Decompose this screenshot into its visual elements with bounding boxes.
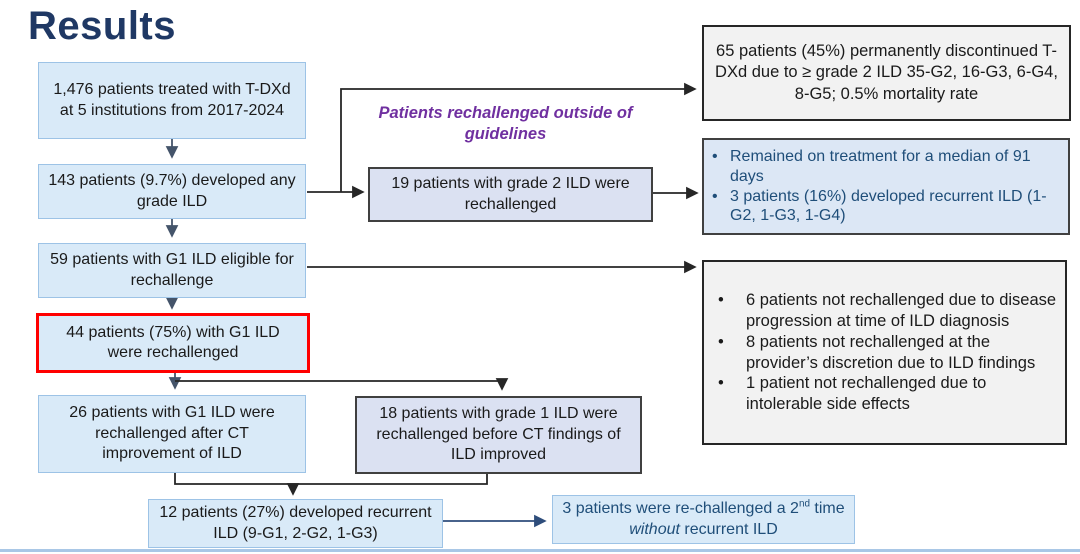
flow-box-second-rechallenge: 3 patients were re-challenged a 2nd time… [552, 495, 855, 544]
bullet-icon: • [718, 332, 724, 351]
second-rechallenge-part2: time [809, 500, 845, 518]
bullet-text: 8 patients not rechallenged at the provi… [746, 332, 1036, 372]
page-title: Results [28, 4, 176, 48]
bullet-item: • 1 patient not rechallenged due to into… [718, 373, 1057, 415]
second-rechallenge-text: 3 patients were re-challenged a 2nd time… [561, 499, 846, 540]
flow-box-eligible: 59 patients with G1 ILD eligible for rec… [38, 243, 306, 298]
bullet-text: 3 patients (16%) developed recurrent ILD… [730, 187, 1047, 225]
flow-box-grade2-rechallenged: 19 patients with grade 2 ILD were rechal… [368, 167, 653, 222]
guideline-note: Patients rechallenged outside of guideli… [378, 104, 633, 143]
second-rechallenge-italic: without [629, 520, 680, 538]
bullet-item: • 8 patients not rechallenged at the pro… [718, 332, 1057, 374]
side-box-grade2-outcome: • Remained on treatment for a median of … [702, 138, 1070, 235]
bullet-icon: • [718, 374, 724, 393]
bullet-icon: • [718, 291, 724, 310]
flow-box-rechallenged-before-ct: 18 patients with grade 1 ILD were rechal… [355, 396, 642, 474]
flow-box-developed-ild: 143 patients (9.7%) developed any grade … [38, 164, 306, 219]
side-box-discontinued: 65 patients (45%) permanently discontinu… [702, 25, 1071, 121]
flow-box-rechallenged-after-ct: 26 patients with G1 ILD were rechallenge… [38, 395, 306, 473]
second-rechallenge-superscript: nd [798, 498, 810, 510]
bullet-icon: • [712, 148, 718, 166]
bullet-item: • 3 patients (16%) developed recurrent I… [712, 187, 1062, 226]
second-rechallenge-part3: recurrent ILD [679, 520, 778, 538]
bullet-icon: • [712, 187, 718, 205]
second-rechallenge-part1: 3 patients were re-challenged a 2 [562, 500, 799, 518]
flow-box-recurrent-ild: 12 patients (27%) developed recurrent IL… [148, 499, 443, 548]
bullet-item: • 6 patients not rechallenged due to dis… [718, 290, 1057, 332]
bullet-item: • Remained on treatment for a median of … [712, 147, 1062, 186]
bullet-text: 1 patient not rechallenged due to intole… [746, 374, 987, 414]
flow-box-treated: 1,476 patients treated with T-DXd at 5 i… [38, 62, 306, 139]
slide-bottom-divider [0, 549, 1080, 552]
bullet-text: Remained on treatment for a median of 91… [730, 148, 1031, 185]
bullet-text: 6 patients not rechallenged due to disea… [746, 291, 1057, 330]
flow-box-rechallenged-highlighted: 44 patients (75%) with G1 ILD were recha… [36, 313, 310, 373]
side-box-not-rechallenged: • 6 patients not rechallenged due to dis… [702, 260, 1067, 445]
